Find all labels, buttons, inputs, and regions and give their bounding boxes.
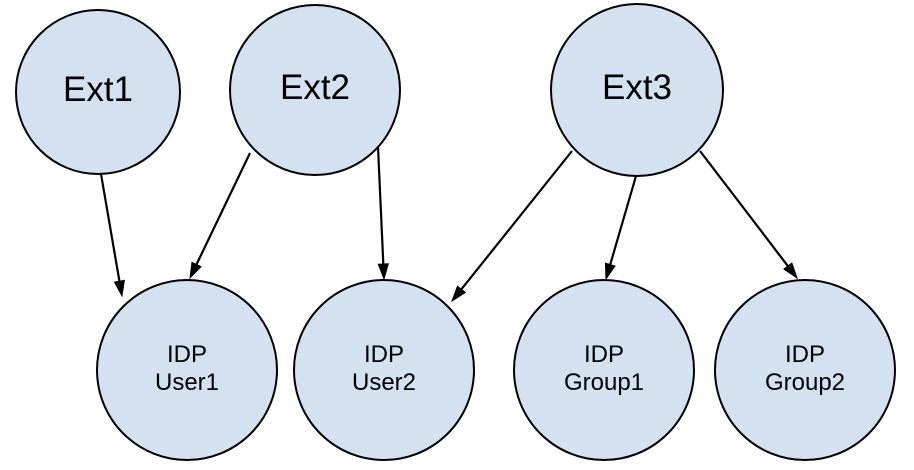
external-node-ext1[interactable]: Ext1 xyxy=(15,9,181,175)
edge-ext3-to-idp-group2: Ext3 to IDP Group2 xyxy=(699,150,798,280)
edges-layer: Ext1 to IDP User1 Ext2 to IDP User1 Ext2 t… xyxy=(99,146,798,303)
edge-ext2-to-idp-user1-arrowhead-icon xyxy=(189,261,202,280)
idp-node-group1-circle[interactable] xyxy=(513,279,695,461)
edge-ext2-to-idp-user1: Ext2 to IDP User1 xyxy=(189,152,251,280)
external-node-ext3[interactable]: Ext3 xyxy=(550,3,724,177)
external-node-ext2[interactable]: Ext2 xyxy=(229,4,401,176)
edge-ext3-to-idp-user2-arrowhead-icon xyxy=(451,285,467,303)
edge-ext3-to-idp-group2-line xyxy=(699,150,790,269)
external-node-ext1-label: Ext1 xyxy=(63,70,133,109)
edge-ext1-to-idp-user1-line xyxy=(99,173,121,284)
external-node-ext2-label: Ext2 xyxy=(280,68,350,107)
external-node-ext3-label: Ext3 xyxy=(602,68,672,107)
idp-node-user2-circle[interactable] xyxy=(293,279,475,461)
external-node-ext3-circle[interactable] xyxy=(550,3,724,177)
edge-ext2-to-idp-user2: Ext2 to IDP User2 xyxy=(376,146,389,281)
edge-ext3-to-idp-group1-arrowhead-icon xyxy=(604,262,616,281)
edge-ext1-to-idp-user1-arrowhead-icon xyxy=(113,279,125,298)
edge-ext2-to-idp-user1-line xyxy=(194,152,251,267)
idp-node-user1-circle[interactable] xyxy=(96,279,278,461)
edge-ext3-to-idp-user2-line xyxy=(459,150,573,292)
edge-ext2-to-idp-user2-line xyxy=(376,146,385,267)
edge-ext3-to-idp-group1-line xyxy=(608,175,638,267)
idp-node-group2-circle[interactable] xyxy=(714,279,896,461)
external-node-ext2-circle[interactable] xyxy=(229,4,401,176)
edge-ext2-to-idp-user2-arrowhead-icon xyxy=(377,263,389,281)
edge-ext3-to-idp-group1: Ext3 to IDP Group1 xyxy=(604,175,638,281)
edge-ext1-to-idp-user1: Ext1 to IDP User1 xyxy=(99,173,125,298)
edge-ext3-to-idp-user2: Ext3 to IDP User2 xyxy=(451,150,573,303)
external-node-ext1-circle[interactable] xyxy=(15,9,181,175)
edge-ext3-to-idp-group2-arrowhead-icon xyxy=(783,262,798,280)
